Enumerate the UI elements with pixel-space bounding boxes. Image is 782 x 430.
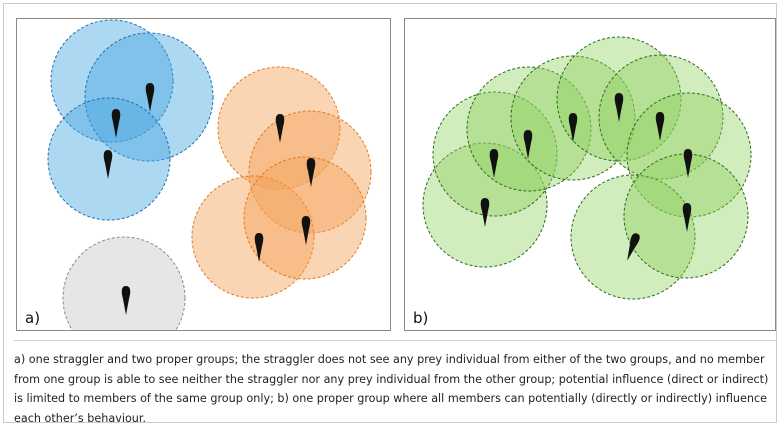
panel-b-diagram xyxy=(422,36,752,300)
perception-zone-green xyxy=(466,66,592,192)
prey-icon xyxy=(489,149,499,178)
panel-b: b) xyxy=(404,18,776,331)
perception-zone-blue-1 xyxy=(50,19,174,143)
prey-icon xyxy=(683,149,693,178)
blue-group xyxy=(47,19,214,221)
prey-icon xyxy=(111,109,121,138)
prey-icon xyxy=(614,93,624,122)
perception-zone-straggler xyxy=(62,236,186,330)
prey-icon xyxy=(103,150,113,179)
prey-icon xyxy=(480,198,490,227)
prey-icon xyxy=(121,286,131,315)
green-group xyxy=(422,36,752,300)
divider xyxy=(14,340,776,341)
panel-b-label: b) xyxy=(413,309,429,327)
prey-icon xyxy=(306,158,316,187)
prey-icon xyxy=(568,113,578,142)
prey-icon xyxy=(627,233,640,261)
panel-a: a) xyxy=(16,18,391,331)
orange-group xyxy=(191,66,372,299)
prey-icon xyxy=(301,216,311,245)
prey-icon xyxy=(275,114,285,143)
straggler xyxy=(62,236,186,330)
panel-a-label: a) xyxy=(25,309,41,327)
perception-zone-orange-3 xyxy=(191,175,315,299)
prey-icon xyxy=(655,112,665,141)
panel-a-diagram xyxy=(47,19,372,330)
figure-caption: a) one straggler and two proper groups; … xyxy=(14,353,769,425)
prey-icon xyxy=(254,233,264,262)
prey-icon xyxy=(145,83,155,112)
prey-icon xyxy=(523,130,533,159)
prey-icon xyxy=(682,203,692,232)
